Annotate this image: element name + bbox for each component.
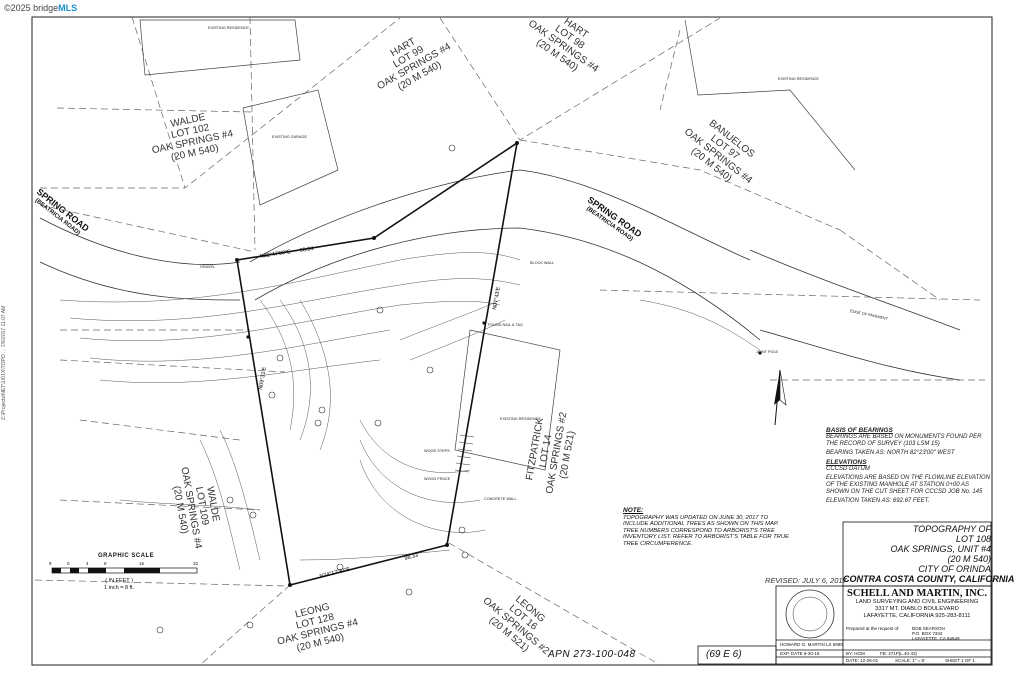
elevations-title: ELEVATIONS	[826, 459, 867, 466]
label-wood-steps: WOOD STEPS	[424, 449, 450, 453]
distance-north: 98.34	[299, 246, 314, 254]
label-joint-pole: JOINT POLE	[756, 350, 779, 354]
client-address: P.O. BOX 7334	[912, 631, 943, 636]
bearing-south: N74°17'30"E	[319, 566, 351, 579]
revised-date: REVISED: JULY 6, 2017	[765, 576, 847, 585]
label-wood-fence: WOOD FENCE	[424, 477, 451, 481]
title-block-frame	[697, 521, 992, 665]
tree-symbols	[156, 144, 469, 634]
sheet-number: SHEET 1 OF 1	[945, 658, 975, 663]
label-existing-residence-right: EXISTING RESIDENCE	[778, 77, 819, 81]
road-edges	[39, 169, 961, 381]
stamp-expiration: EXP. DATE 9-30-18	[780, 651, 820, 656]
topo-note: NOTE: TOPOGRAPHY WAS UPDATED ON JUNE 30,…	[623, 507, 789, 547]
bearing-west: N09°31'E	[258, 366, 268, 390]
scale: SCALE: 1" = 8'	[895, 658, 925, 663]
label-concrete-wall: CONCRETE WALL	[484, 497, 517, 501]
monuments	[235, 141, 762, 587]
distance-south: 98.33	[404, 553, 419, 562]
label-existing-garage: EXISTING GARAGE	[272, 135, 307, 139]
survey-notes: BASIS OF BEARINGS BEARINGS ARE BASED ON …	[826, 425, 991, 507]
label-edge-pavement: EDGE OF PAVEMENT	[850, 309, 889, 321]
apn-number: APN 273-100-048	[548, 649, 636, 660]
basis-taken: BEARING TAKEN AS: NORTH 82°23'00" WEST	[826, 450, 955, 456]
client-name: BOB SEARSON	[912, 626, 945, 631]
wood-stairs	[454, 434, 475, 473]
elevations-taken: ELEVATION TAKEN AS: 692.67 FEET.	[826, 498, 930, 504]
north-arrow-icon	[774, 369, 787, 426]
lot-108-boundary	[236, 141, 519, 586]
drawing-title: TOPOGRAPHY OF LOT 108 OAK SPRINGS, UNIT …	[843, 524, 1015, 584]
client-city: LAFAYETTE, CA 94549	[912, 636, 960, 641]
bearing-north: N82°47'00"E	[259, 249, 291, 260]
label-gravel: GRAVEL	[200, 265, 215, 269]
bearing-east: N07°43'E	[492, 286, 502, 310]
label-block-wall: BLOCK WALL	[530, 261, 554, 265]
surveyor-seal	[785, 589, 835, 639]
contour-lines	[59, 252, 761, 571]
firm-info: SCHELL AND MARTIN, INC. LAND SURVEYING A…	[847, 588, 987, 619]
basis-text: BEARINGS ARE BASED ON MONUMENTS FOUND PE…	[826, 434, 982, 447]
sheet-border	[31, 16, 993, 666]
map-page-ref: (69 E 6)	[706, 649, 742, 660]
label-existing-residence-top: EXISTING RESIDENCE	[208, 26, 249, 30]
label-existing-residence-center: EXISTING RESIDENCE	[500, 417, 541, 421]
graphic-scale-title: GRAPHIC SCALE	[98, 553, 155, 559]
watermark: ©2025 bridgeMLS	[4, 3, 78, 13]
field-book: FB: 471P(L.40-43)	[880, 651, 918, 656]
file-path-note: Z:\Projects\NET\1X\1X\TOPO ... 7/6/2017 …	[1, 305, 7, 420]
elevations-text: ELEVATIONS ARE BASED ON THE FLOWLINE ELE…	[826, 475, 990, 495]
graphic-scale-units: ( IN FEET )1 inch = 8 ft.	[104, 578, 135, 591]
label-found-nail: FOUND NAIL & TAG	[488, 323, 523, 327]
surveyor-seal-inner	[792, 596, 828, 632]
prepared-for: Prepared at the request of:	[846, 626, 900, 631]
lot-lines	[34, 16, 985, 666]
basis-title: BASIS OF BEARINGS	[826, 427, 893, 434]
stamp-text: HOWARD G. MARTIN LS 6990	[780, 642, 843, 647]
graphic-scale-bar	[51, 567, 198, 574]
structures	[139, 19, 856, 471]
elevations-datum: CCCSD DATUM	[826, 466, 870, 472]
date: DATE: 12-28-01	[846, 658, 879, 663]
drawn-by: BY: HGM	[846, 651, 865, 656]
